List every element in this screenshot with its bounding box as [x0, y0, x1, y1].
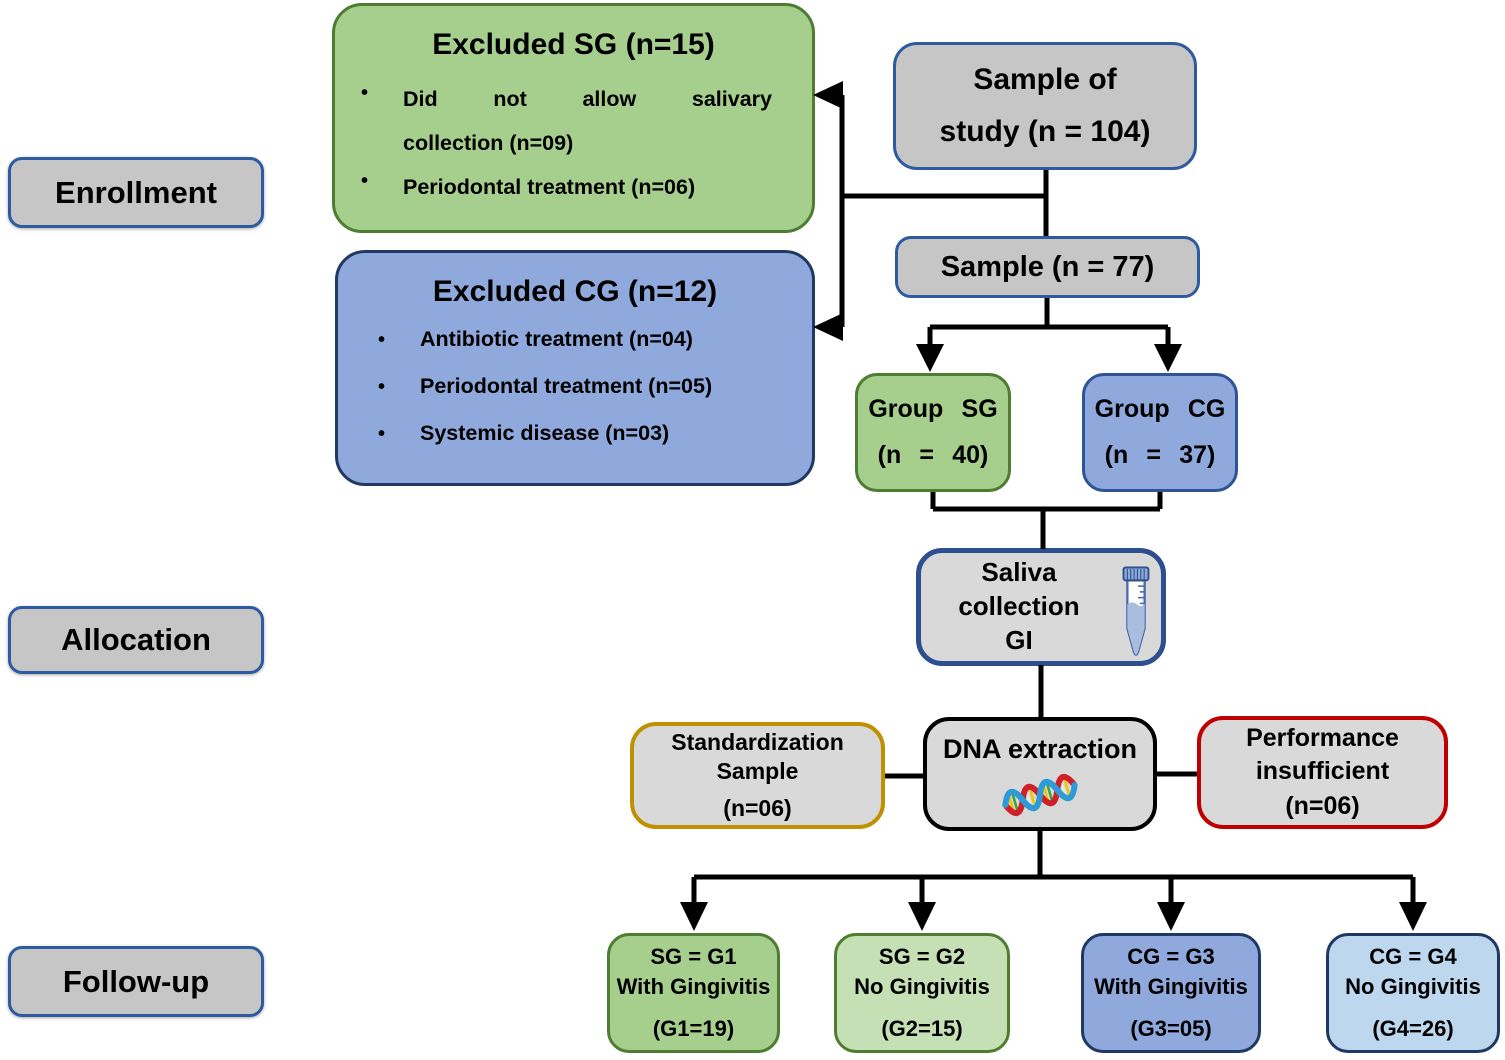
bullet-text: Antibiotic treatment (n=04) — [420, 327, 693, 351]
node-dna-extraction: DNA extraction — [923, 717, 1157, 831]
arrowhead-group-cg — [1154, 344, 1182, 372]
arrowhead-excluded-cg — [813, 313, 843, 341]
stage-label-text: Enrollment — [55, 174, 217, 210]
node-title: Excluded SG (n=15) — [432, 28, 715, 61]
bullet-dot: • — [361, 82, 369, 104]
arrowhead-g3 — [1157, 902, 1185, 931]
bullet-text: Systemic disease (n=03) — [420, 421, 670, 445]
stage-label-text: Allocation — [61, 622, 211, 657]
stage-label-enrollment: Enrollment — [8, 157, 264, 228]
node-sample: Sample (n = 77) — [895, 236, 1200, 298]
bullet-dot: • — [378, 423, 386, 445]
stage-label-allocation: Allocation — [8, 606, 264, 674]
arrowhead-g2 — [908, 902, 936, 931]
node-title: Excluded CG (n=12) — [432, 275, 718, 308]
dna-helix-icon — [1002, 773, 1078, 817]
node-group-cg: Group CG(n = 37) — [1082, 373, 1238, 492]
stage-label-text: Follow-up — [62, 963, 210, 999]
bullet-text: Periodontal treatment (n=06) — [403, 175, 696, 200]
node-text: Group SG(n = 40) — [868, 395, 998, 469]
bullet-dot: • — [378, 376, 386, 398]
bullet-dot: • — [378, 329, 386, 351]
arrowhead-g4 — [1399, 902, 1427, 931]
bullet-list: • Antibiotic treatment (n=04) • Periodon… — [338, 324, 812, 465]
test-tube-icon — [1122, 566, 1150, 656]
bullet-item: • Systemic disease (n=03) — [338, 418, 812, 450]
arrowhead-group-sg — [916, 344, 944, 372]
bullet-item: • Periodontal treatment (n=06) — [335, 165, 812, 209]
bullet-item: • Periodontal treatment (n=05) — [338, 371, 812, 403]
node-title: DNA extraction — [942, 734, 1138, 764]
bullet-text: Periodontal treatment (n=05) — [420, 374, 713, 398]
node-excluded-cg: Excluded CG (n=12) • Antibiotic treatmen… — [335, 250, 815, 486]
stage-label-followup: Follow-up — [8, 946, 264, 1017]
bullet-dot: • — [361, 170, 369, 193]
node-group-sg: Group SG(n = 40) — [855, 373, 1011, 492]
node-excluded-sg: Excluded SG (n=15) • Did not allow saliv… — [332, 3, 815, 233]
arrowhead-g1 — [680, 902, 708, 931]
arrowhead-excluded-sg — [813, 81, 843, 109]
bullet-item: • Antibiotic treatment (n=04) — [338, 324, 812, 356]
node-text: Group CG(n = 37) — [1094, 395, 1226, 469]
node-text: Sample (n = 77) — [940, 250, 1155, 283]
